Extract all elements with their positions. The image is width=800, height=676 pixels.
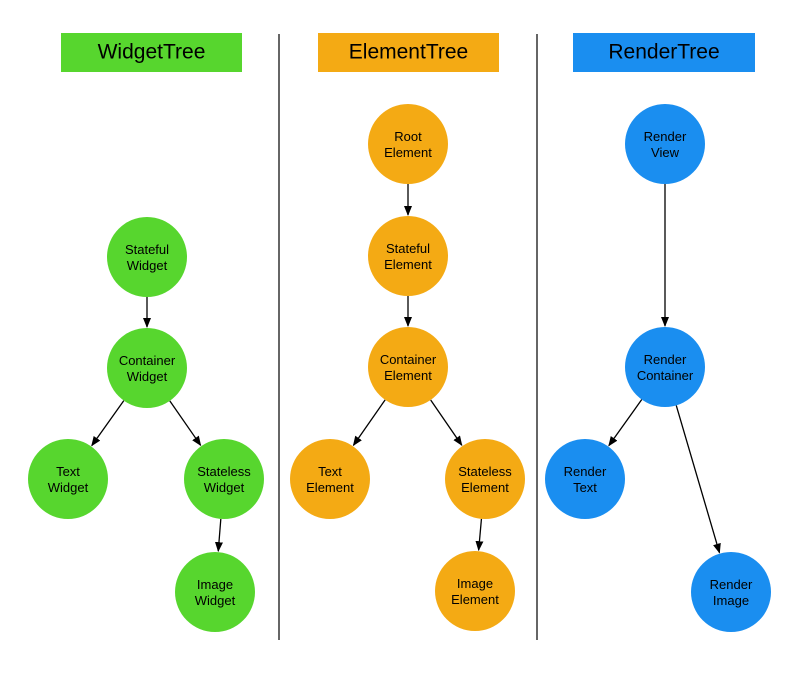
rendertree-node-container-label-line: Container — [637, 368, 694, 383]
rendertree-node-container-circle — [625, 327, 705, 407]
header-element-tree-box — [318, 33, 499, 72]
widgettree-node-text-label-line: Widget — [48, 480, 89, 495]
rendertree-edge-container-to-text — [608, 399, 643, 447]
rendertree-node-text-label-line: Text — [573, 480, 597, 495]
widgettree-node-image-circle — [175, 552, 255, 632]
elementtree-node-image-circle — [435, 551, 515, 631]
widgettree-node-stateless-label-line: Stateless — [197, 464, 251, 479]
elementtree-node-container-circle — [368, 327, 448, 407]
widgettree-edge-stateless-to-image — [214, 518, 223, 553]
rendertree-node-view-circle — [625, 104, 705, 184]
rendertree-node-text-label-line: Render — [564, 464, 607, 479]
widgettree-node-stateful-label-line: Stateful — [125, 242, 169, 257]
elementtree-node-image-label-line: Element — [451, 592, 499, 607]
elementtree-node-root-label-line: Element — [384, 145, 432, 160]
widgettree-edge-container-to-text — [91, 400, 125, 447]
widgettree-node-container-circle — [107, 328, 187, 408]
header-widget-tree: WidgetTree — [61, 33, 242, 72]
header-element-tree-label: ElementTree — [349, 41, 468, 64]
rendertree-edge-container-to-image — [675, 405, 721, 554]
widgettree-node-stateful-label-line: Widget — [127, 258, 168, 273]
widgettree-node-stateful-circle — [107, 217, 187, 297]
elementtree-node-stateful-circle — [368, 216, 448, 296]
elementtree-node-text-label-line: Element — [306, 480, 354, 495]
widgettree-node-text-circle — [28, 439, 108, 519]
widgettree-edge-container-to-stateless — [169, 400, 202, 447]
widgettree-node-image-label-line: Widget — [195, 593, 236, 608]
widgettree-node-container-label-line: Widget — [127, 369, 168, 384]
elementtree-node-container-label-line: Container — [380, 352, 437, 367]
rendertree-node-text-circle — [545, 439, 625, 519]
header-widget-tree-box — [61, 33, 242, 72]
elementtree-node-text-label-line: Text — [318, 464, 342, 479]
header-widget-tree-label: WidgetTree — [98, 41, 206, 64]
elementtree-node-container-label-line: Element — [384, 368, 432, 383]
rendertree-node-view-label-line: View — [651, 145, 680, 160]
widgettree-node-stateless-circle — [184, 439, 264, 519]
rendertree-node-view-label-line: Render — [644, 129, 687, 144]
widgettree-node-stateless-label-line: Widget — [204, 480, 245, 495]
rendertree-node-image-label-line: Render — [710, 577, 753, 592]
elementtree-node-root-label-line: Root — [394, 129, 422, 144]
elementtree-node-stateless-label-line: Stateless — [458, 464, 512, 479]
elementtree-edge-container-to-stateless — [430, 399, 463, 447]
rendertree-node-image-circle — [691, 552, 771, 632]
elementtree-edge-stateless-to-image — [475, 518, 484, 552]
elementtree-node-stateful-label-line: Stateful — [386, 241, 430, 256]
edges-layer — [91, 184, 721, 554]
elementtree-node-stateless-circle — [445, 439, 525, 519]
elementtree-node-image-label-line: Image — [457, 576, 493, 591]
widgettree-node-container-label-line: Container — [119, 353, 176, 368]
rendertree-node-container-label-line: Render — [644, 352, 687, 367]
elementtree-edge-container-to-text — [352, 399, 386, 447]
elementtree-node-stateful-label-line: Element — [384, 257, 432, 272]
widgettree-node-image-label-line: Image — [197, 577, 233, 592]
rendertree-node-image-label-line: Image — [713, 593, 749, 608]
widgettree-node-text-label-line: Text — [56, 464, 80, 479]
header-render-tree: RenderTree — [573, 33, 755, 72]
elementtree-node-stateless-label-line: Element — [461, 480, 509, 495]
elementtree-node-text-circle — [290, 439, 370, 519]
header-element-tree: ElementTree — [318, 33, 499, 72]
header-render-tree-box — [573, 33, 755, 72]
elementtree-node-root-circle — [368, 104, 448, 184]
header-render-tree-label: RenderTree — [608, 41, 719, 64]
